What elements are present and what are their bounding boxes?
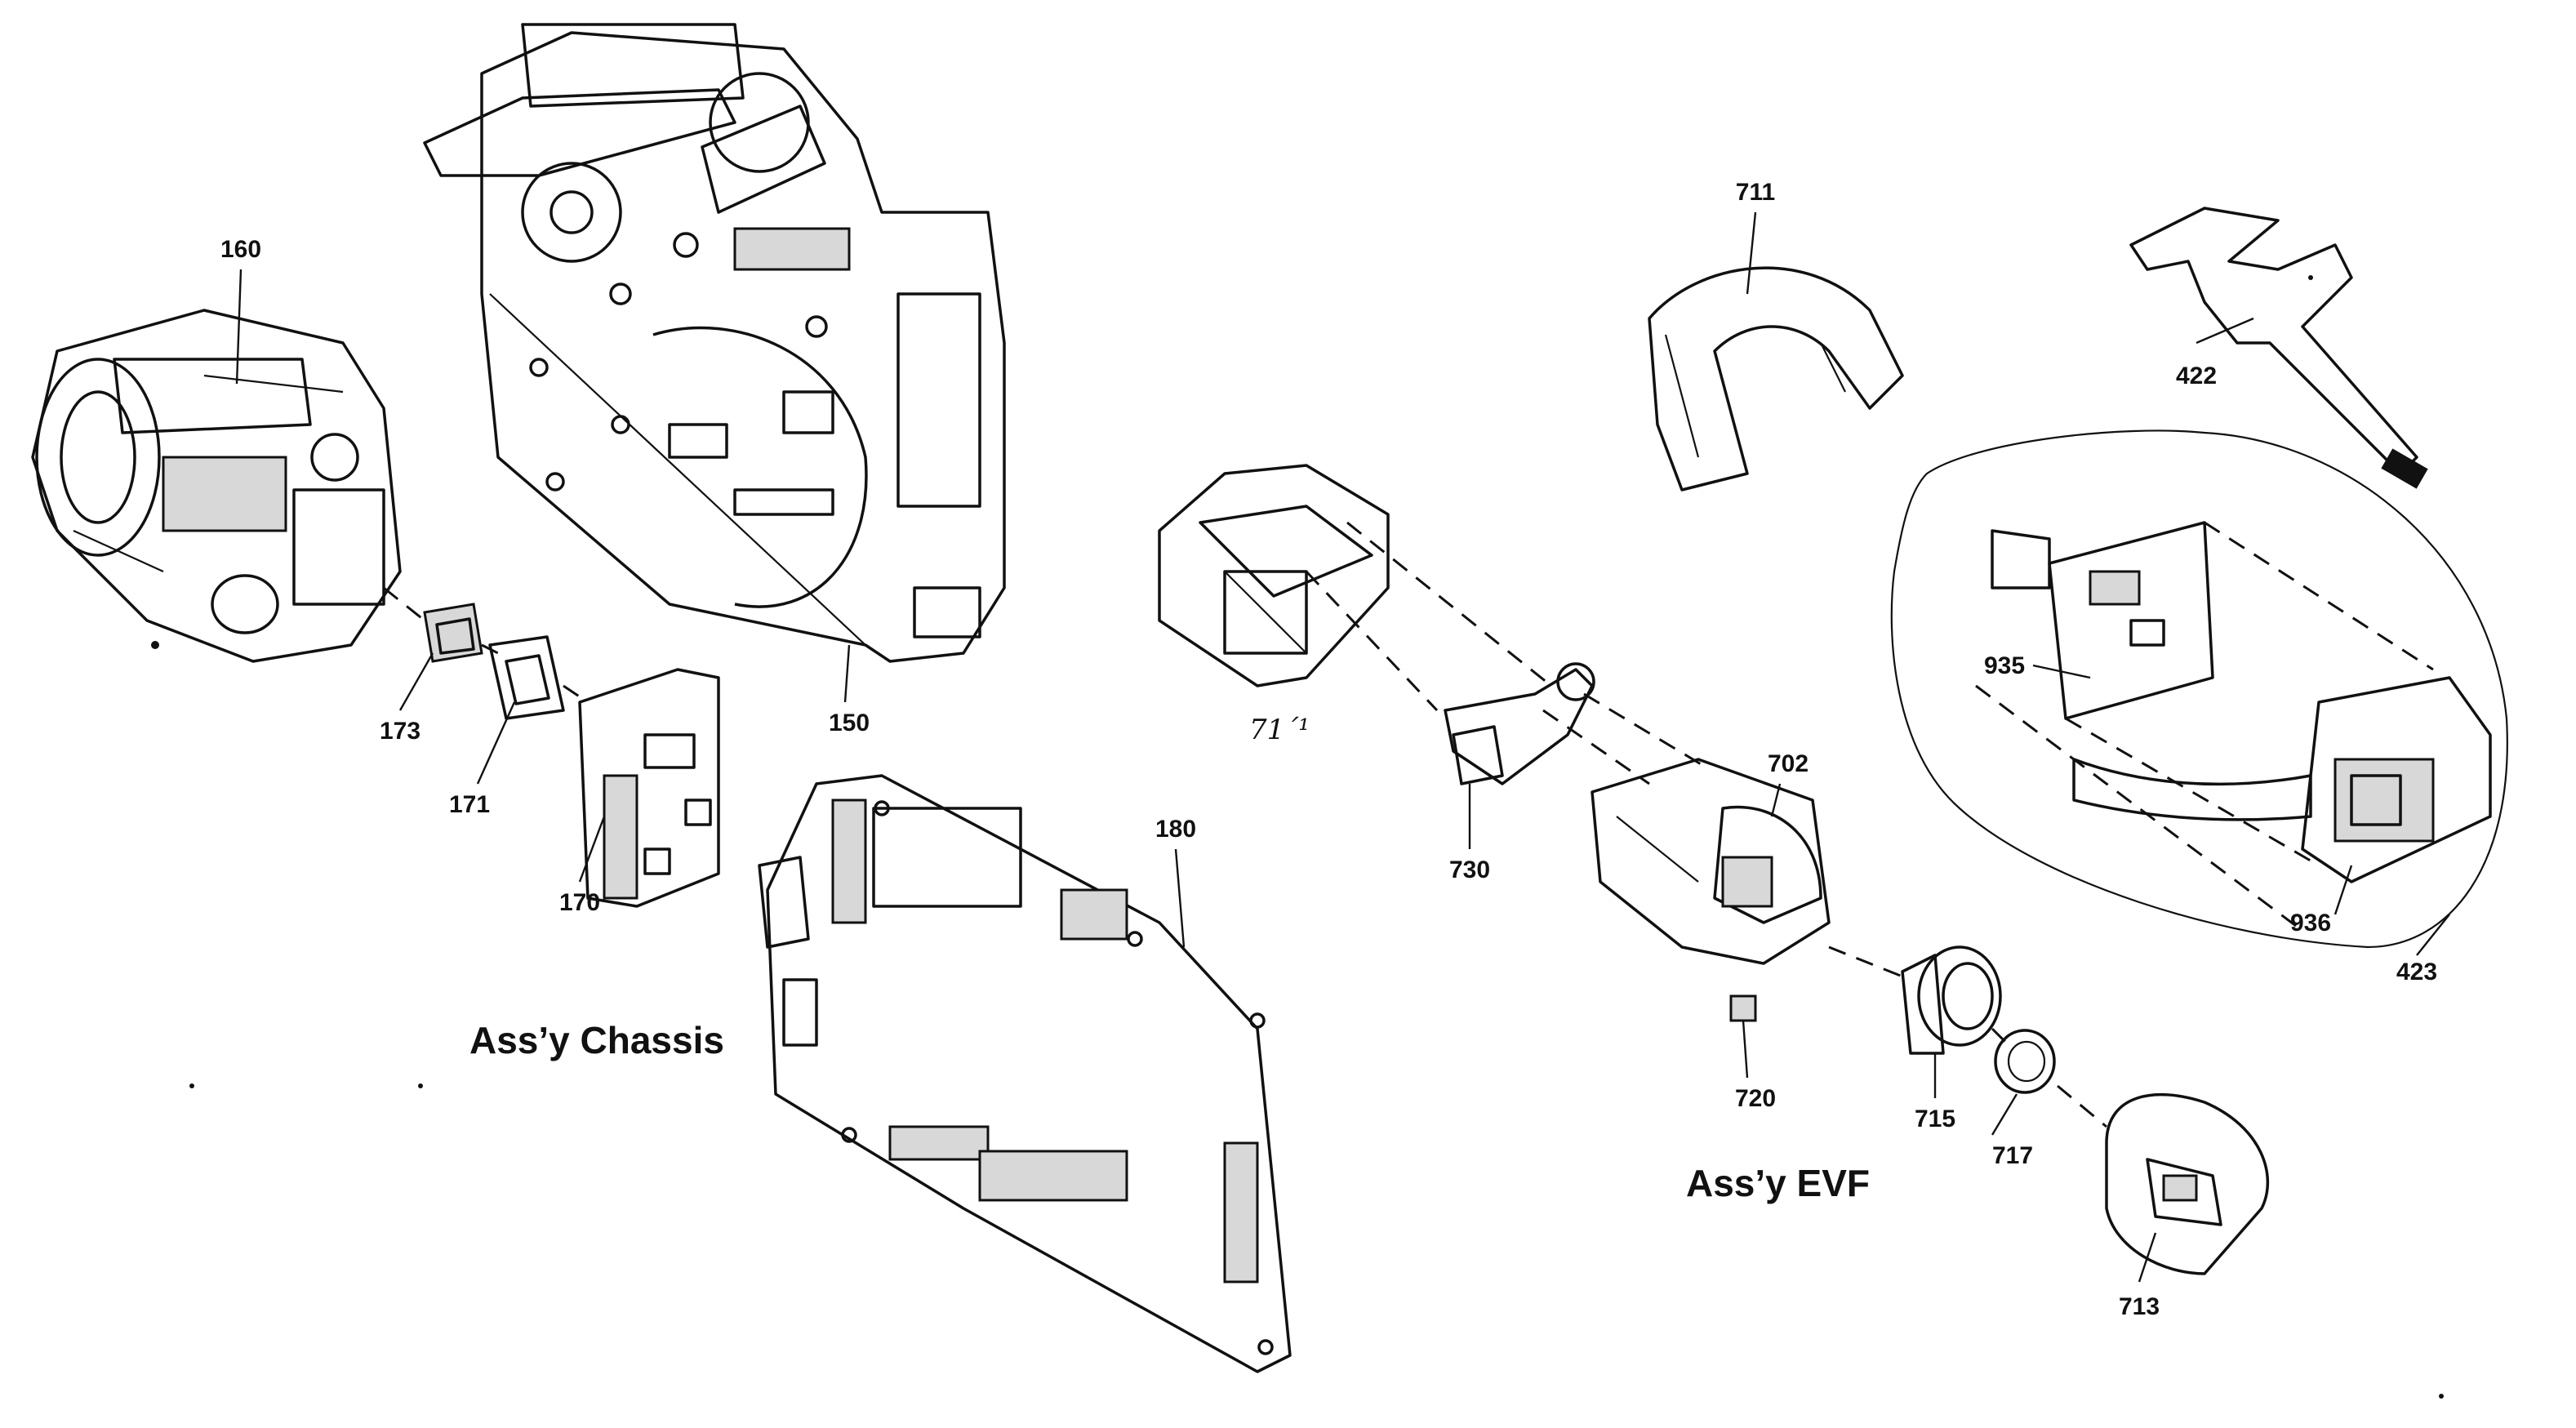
scan-dot [2308,275,2313,280]
label-730: 730 [1449,856,1490,883]
main-board-180 [758,774,1292,1373]
scan-dot [189,1083,194,1088]
mechanism-150 [423,23,1006,663]
lens-block-160 [31,309,402,663]
title-assy-chassis: Ass’y Chassis [469,1019,724,1061]
label-936: 936 [2290,910,2331,936]
label-423: 423 [2396,959,2437,985]
evf-cover-711 [1648,266,1904,492]
label-935: 935 [1984,652,2025,679]
label-171: 171 [449,791,490,818]
bracket-730 [1444,662,1595,785]
label-173: 173 [380,718,420,745]
label-713: 713 [2119,1293,2160,1320]
label-702: 702 [1768,750,1809,777]
lcd-unit-423 [1890,429,2508,949]
eyecup-713 [2105,1092,2269,1275]
lens-717 [1994,1029,2056,1094]
label-715: 715 [1915,1105,1955,1132]
label-180: 180 [1155,816,1196,843]
filter-173 [423,603,483,663]
shield-frame-714 [1158,464,1390,687]
leader-lines [235,211,2450,1283]
frame-171 [488,635,565,720]
label-714-handwritten: 71´¹ [1249,714,1310,746]
switch-720 [1729,994,1757,1022]
label-170: 170 [559,889,600,916]
sensor-board-170 [578,668,720,908]
label-711: 711 [1736,179,1775,206]
title-assy-evf: Ass’y EVF [1686,1162,1870,1204]
label-150: 150 [829,710,870,736]
assembly-lines [383,521,2107,1128]
lens-ring-715 [1901,945,2002,1055]
label-422: 422 [2176,363,2217,389]
label-160: 160 [220,236,261,263]
scan-dot [418,1083,423,1088]
label-720: 720 [1735,1085,1776,1112]
flex-cable-422 [2129,207,2428,489]
evf-body-702 [1591,758,1831,965]
scan-dot [2439,1394,2444,1399]
part-numbers: 160 150 173 171 170 180 711 422 935 936 … [220,179,2437,1320]
label-717: 717 [1992,1142,2033,1169]
